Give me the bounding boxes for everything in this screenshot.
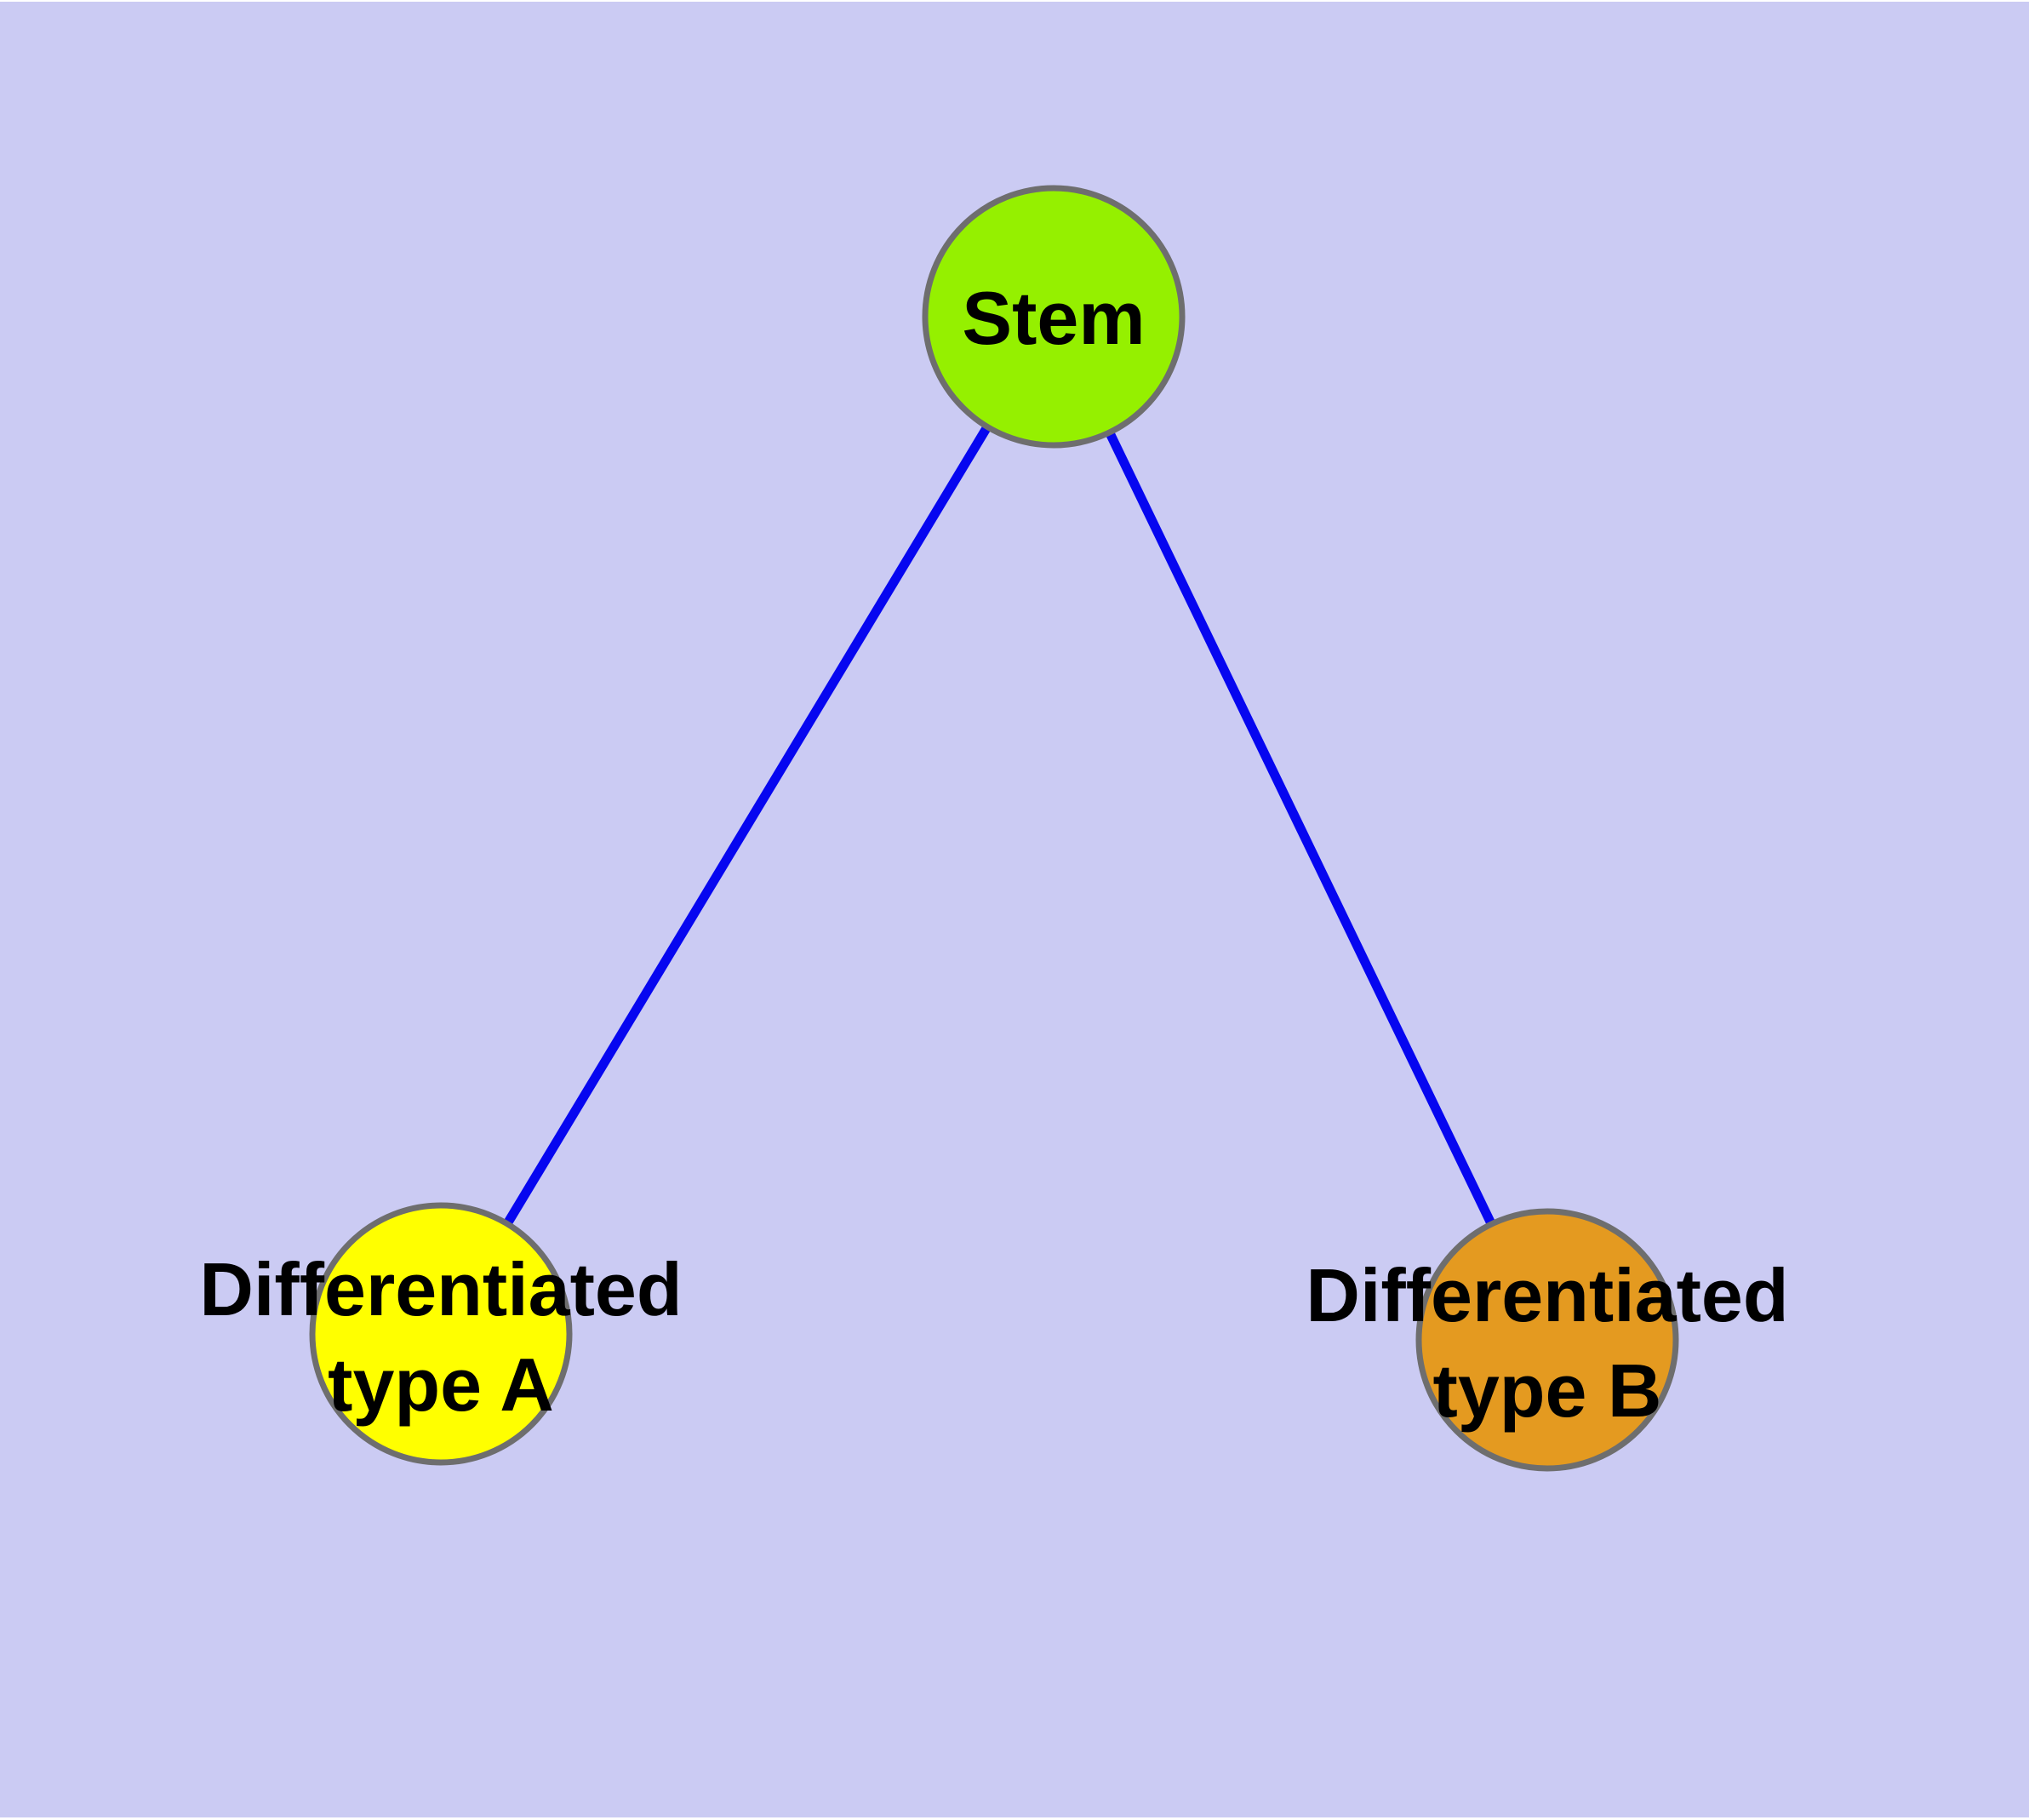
node-label-line: Differentiated <box>1306 1253 1788 1337</box>
node-label-line: Differentiated <box>199 1247 682 1331</box>
edge-stem-differentiated-type-a <box>437 314 1058 1336</box>
node-label-differentiated-type-b: Differentiated type B <box>1306 1253 1788 1433</box>
node-label-line: type B <box>1433 1348 1662 1433</box>
node-label-line: type A <box>328 1342 554 1427</box>
node-differentiated-type-a[interactable] <box>309 1202 573 1466</box>
node-group-differentiated-type-b: Differentiated type B <box>1306 1208 1789 1472</box>
edges-layer <box>437 314 1552 1342</box>
node-differentiated-type-b[interactable] <box>1415 1208 1679 1472</box>
node-label-line: Stem <box>962 276 1145 360</box>
node-stem[interactable] <box>922 185 1186 449</box>
node-group-stem: Stem <box>922 185 1186 449</box>
node-label-stem: Stem <box>962 276 1145 360</box>
node-group-differentiated-type-a: Differentiated type A <box>199 1202 683 1466</box>
edge-stem-differentiated-type-b <box>1049 314 1552 1342</box>
node-label-differentiated-type-a: Differentiated type A <box>199 1247 682 1427</box>
